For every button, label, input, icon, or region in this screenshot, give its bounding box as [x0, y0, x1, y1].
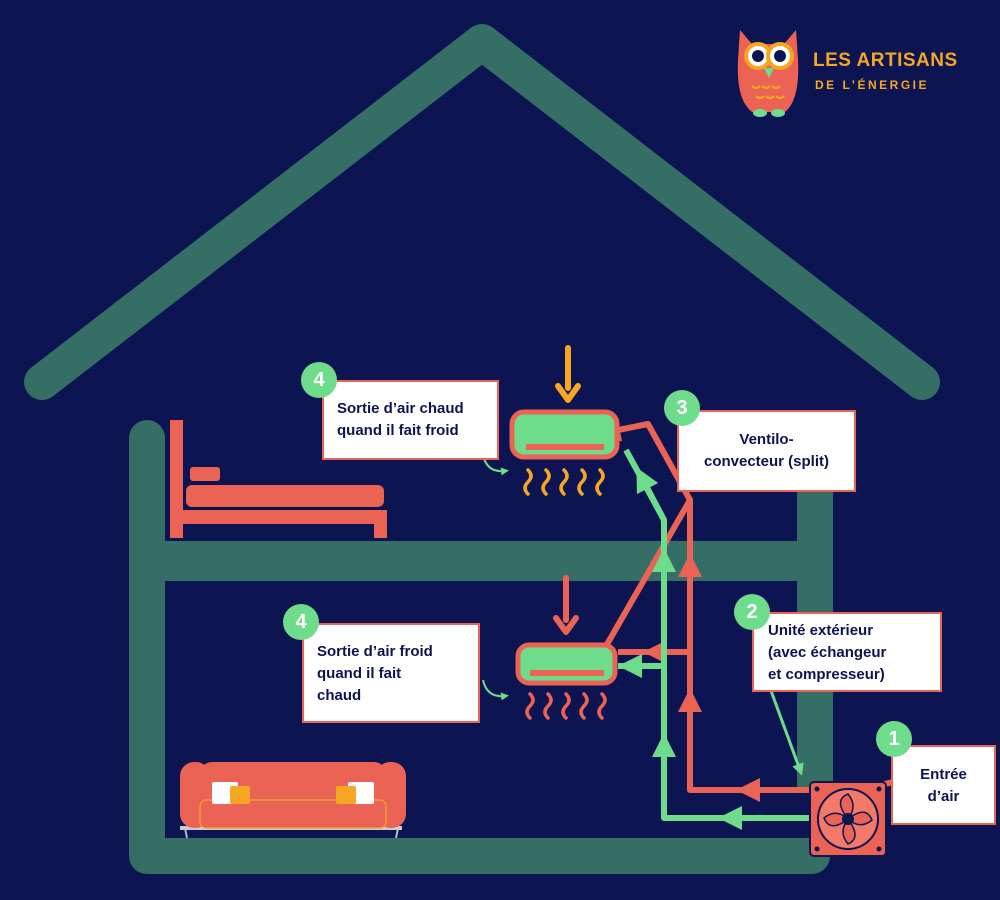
split-unit-icon	[515, 642, 618, 686]
outdoor-unit-line-2: (avec échangeur	[768, 644, 887, 661]
bed-icon	[170, 420, 387, 538]
step-badge-1: 1	[876, 721, 912, 757]
air-inlet-label: Entrée d’air	[891, 745, 996, 825]
step-badge-3: 3	[664, 390, 700, 426]
sofa-icon	[180, 762, 406, 839]
step-badge-2: 2	[734, 594, 770, 630]
outdoor-unit-label: Unité extérieur (avec échangeur et compr…	[752, 612, 942, 692]
outdoor-fan-icon	[809, 781, 887, 857]
cool-air-label: Sortie d’air froid quand il fait chaud	[302, 623, 480, 723]
fan-coil-line-2: convecteur (split)	[703, 453, 830, 470]
owl-logo-icon	[737, 30, 799, 117]
heat-waves-icon	[523, 468, 605, 496]
air-inlet-line-1: Entrée	[920, 766, 967, 783]
roof	[24, 24, 940, 400]
warm-air-line-1: Sortie d’air chaud	[337, 400, 464, 417]
pointer-arrow	[768, 687, 804, 776]
house-walls	[129, 420, 830, 874]
pointer-arrow	[482, 679, 509, 701]
warm-air-label: Sortie d’air chaud quand il fait froid	[322, 380, 499, 460]
step-badge-4: 4	[283, 604, 319, 640]
cool-air-line-3: chaud	[317, 687, 362, 704]
step-badge-4: 4	[301, 362, 337, 398]
split-unit-icon	[509, 409, 620, 460]
outdoor-unit-line-1: Unité extérieur	[768, 622, 874, 639]
air-inlet-line-2: d’air	[927, 788, 960, 805]
down-arrow-icon	[553, 575, 579, 635]
brand-tagline: DE L’ÉNERGIE	[815, 78, 930, 92]
fan-coil-line-1: Ventilo-	[739, 431, 794, 448]
cold-refrigerant-line	[618, 448, 810, 830]
floor-slab	[165, 541, 800, 581]
outdoor-unit-line-3: et compresseur)	[768, 666, 885, 683]
down-arrow-icon	[555, 345, 581, 403]
brand-name: LES ARTISANS	[813, 50, 958, 71]
cool-air-line-2: quand il fait	[317, 665, 402, 682]
heat-waves-icon	[525, 692, 607, 720]
cool-air-line-1: Sortie d’air froid	[317, 643, 433, 660]
brand-logo-text: LES ARTISANS DE L’ÉNERGIE	[813, 50, 958, 92]
fan-coil-label: Ventilo- convecteur (split)	[677, 410, 856, 492]
warm-air-line-2: quand il fait froid	[337, 422, 459, 439]
